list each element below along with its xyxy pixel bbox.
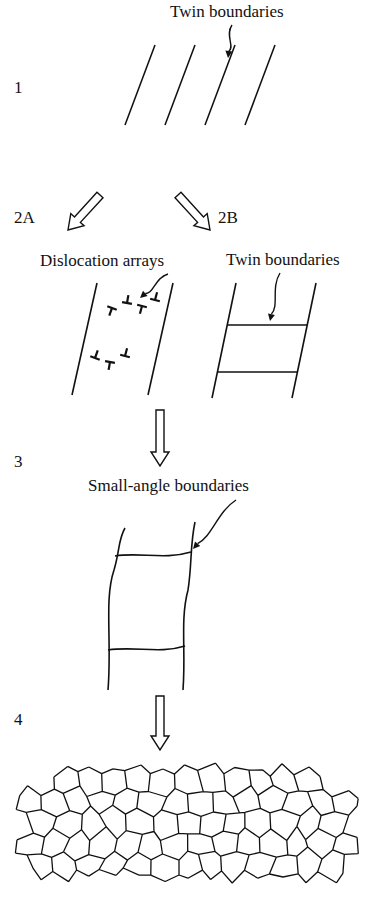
dislocation-symbol <box>135 305 147 315</box>
leader-line <box>198 500 236 544</box>
leader-line <box>229 25 232 51</box>
leader-line <box>271 273 280 314</box>
dislocation-symbol <box>105 306 117 317</box>
leader-arrowhead <box>193 541 200 549</box>
dislocation-symbol <box>122 294 133 304</box>
process-arrows <box>68 192 210 750</box>
leader-label: Small-angle boundaries <box>88 476 249 496</box>
stage-number: 1 <box>14 78 23 98</box>
dislocation-symbol <box>104 361 115 371</box>
panel-2b <box>212 283 316 398</box>
hollow-arrow <box>68 192 103 230</box>
leader-arrowhead <box>140 291 148 298</box>
grain-boundaries <box>15 763 358 883</box>
panel-2a <box>72 283 173 395</box>
stage-number: 2A <box>14 208 35 228</box>
hollow-arrow <box>175 192 210 230</box>
dislocation-symbol <box>90 349 102 360</box>
leader-label: Dislocation arrays <box>40 251 164 271</box>
stage-number: 3 <box>14 452 23 472</box>
dislocation-symbol <box>120 347 132 357</box>
stage-number: 4 <box>14 710 23 730</box>
twin-lines <box>125 45 275 125</box>
hollow-arrow <box>151 696 169 750</box>
dislocation-symbol <box>150 291 162 301</box>
leader-label: Twin boundaries <box>170 2 284 22</box>
leader-label: Twin boundaries <box>226 250 340 270</box>
panel-3 <box>108 522 195 690</box>
grain-network <box>15 763 358 883</box>
leader-line <box>145 274 168 293</box>
leader-lines <box>140 25 280 549</box>
leader-arrowhead <box>225 51 232 58</box>
hollow-arrow <box>151 410 169 466</box>
stage-number: 2B <box>218 208 238 228</box>
leader-arrowhead <box>268 313 275 321</box>
dislocation-symbols <box>90 291 162 371</box>
